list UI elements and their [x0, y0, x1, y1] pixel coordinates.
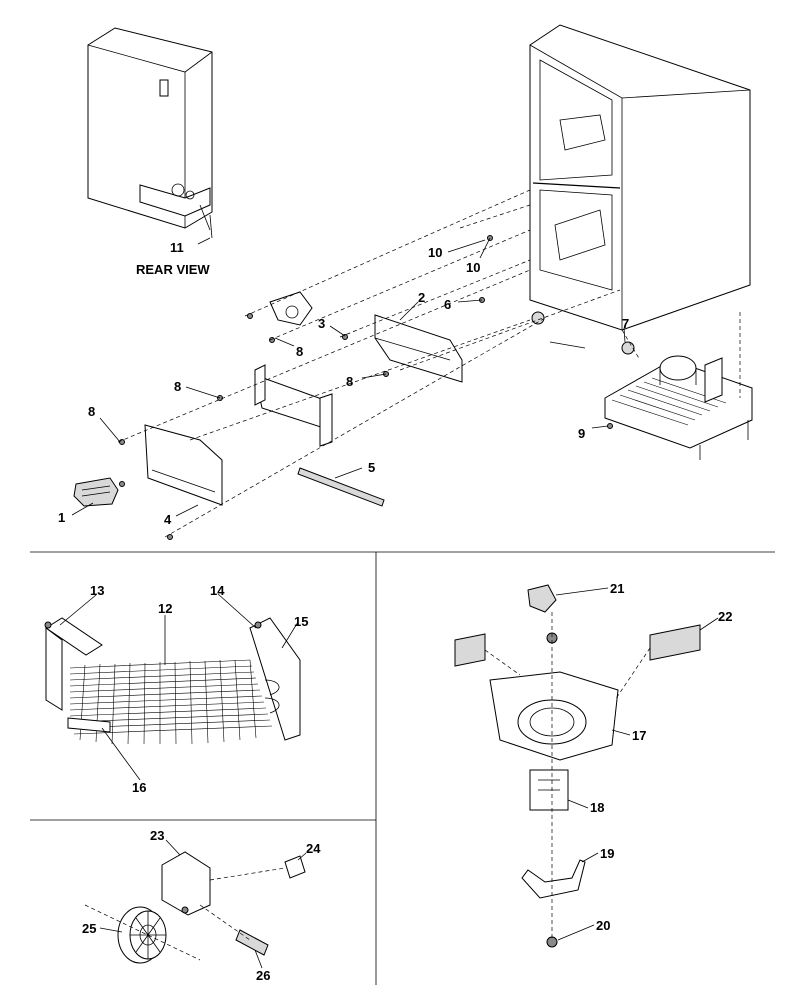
callout-9: 9 — [578, 426, 585, 441]
callout-leaders — [59, 237, 719, 969]
callout-21: 21 — [610, 581, 624, 596]
callout-numbers: 1 2 3 4 5 6 7 8 8 8 8 9 10 10 11 12 13 1… — [58, 240, 732, 983]
callout-13: 13 — [90, 583, 104, 598]
compressor-assembly — [604, 355, 753, 460]
callout-4: 4 — [164, 512, 172, 527]
callout-1: 1 — [58, 510, 65, 525]
callout-24: 24 — [306, 841, 321, 856]
machine-compartment-parts — [73, 235, 613, 540]
callout-16: 16 — [132, 780, 146, 795]
evaporator-fan-assembly — [454, 584, 701, 948]
callout-7: 7 — [622, 316, 629, 331]
callout-19: 19 — [600, 846, 614, 861]
callout-26: 26 — [256, 968, 270, 983]
callout-8c: 8 — [346, 374, 353, 389]
callout-10a: 10 — [428, 245, 442, 260]
callout-23: 23 — [150, 828, 164, 843]
rear-view-caption: REAR VIEW — [136, 262, 210, 277]
roller-assembly — [84, 851, 306, 964]
callout-15: 15 — [294, 614, 308, 629]
evaporator-coil — [44, 617, 301, 745]
callout-2: 2 — [418, 290, 425, 305]
callout-22: 22 — [718, 609, 732, 624]
callout-8b: 8 — [174, 379, 181, 394]
callout-14: 14 — [210, 583, 225, 598]
callout-18: 18 — [590, 800, 604, 815]
callout-3: 3 — [318, 316, 325, 331]
callout-12: 12 — [158, 601, 172, 616]
callout-20: 20 — [596, 918, 610, 933]
section-dividers — [30, 551, 775, 985]
callout-17: 17 — [632, 728, 646, 743]
main-cabinet — [529, 24, 751, 355]
callout-8d: 8 — [88, 404, 95, 419]
callout-5: 5 — [368, 460, 375, 475]
callout-8a: 8 — [296, 344, 303, 359]
callout-11: 11 — [170, 240, 184, 255]
callout-10b: 10 — [466, 260, 480, 275]
callout-6: 6 — [444, 297, 451, 312]
rear-view-cabinet — [87, 27, 213, 239]
callout-25: 25 — [82, 921, 96, 936]
assembly-leader-lines — [117, 189, 741, 538]
coil-fins — [69, 659, 273, 745]
